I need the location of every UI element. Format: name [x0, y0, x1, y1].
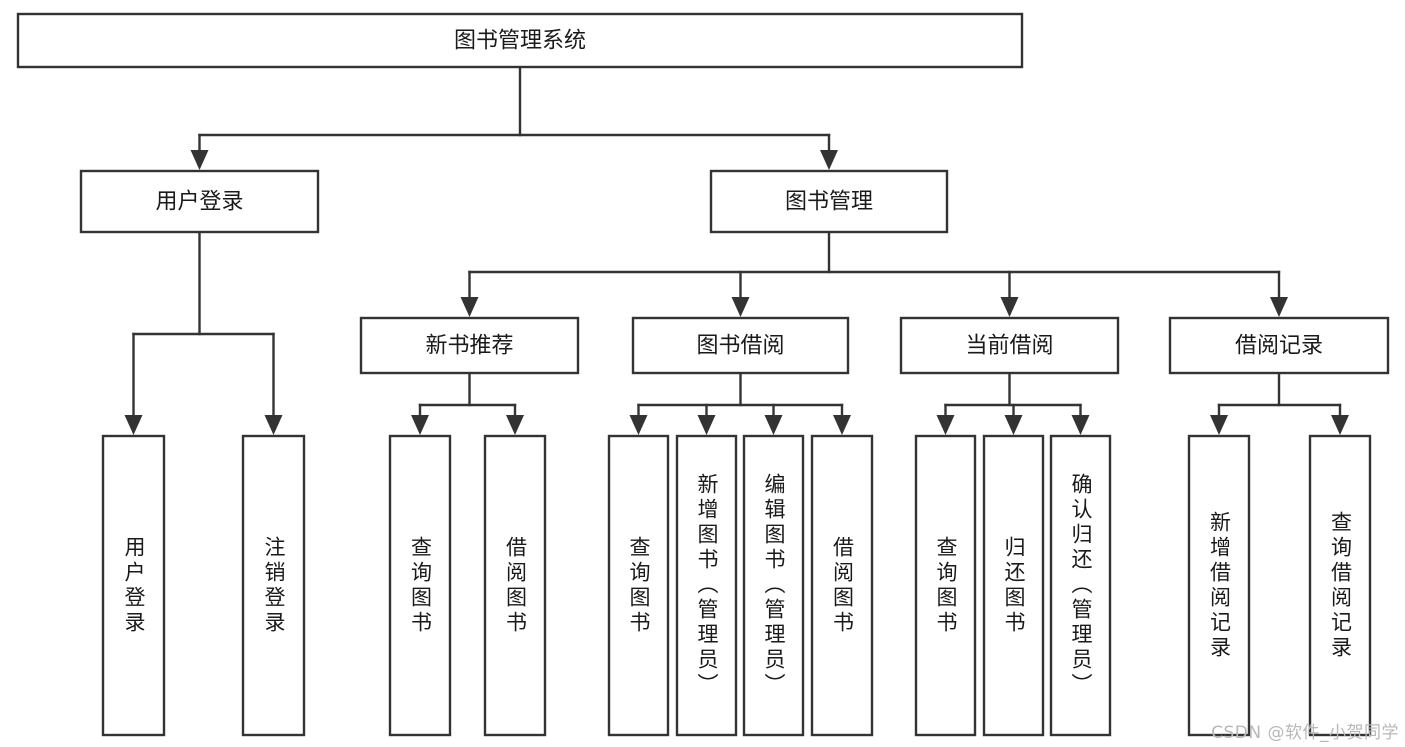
arrow-head	[1270, 297, 1288, 317]
node-root-图书管理系统[interactable]	[16, 12, 1024, 69]
node-label-l2-1: 图书管理	[785, 190, 873, 215]
node-label-l2-0: 用户登录	[155, 190, 243, 215]
arrow-head	[697, 415, 716, 435]
csdn-watermark: CSDN @软件_小贺同学	[1211, 723, 1399, 743]
node-label-l3-2: 当前借阅	[965, 334, 1053, 359]
arrow-head	[1004, 415, 1023, 435]
arrow-head	[124, 415, 143, 435]
arrow-head	[629, 415, 648, 435]
arrow-head	[506, 415, 524, 435]
node-label-l3-3: 借阅记录	[1235, 334, 1323, 359]
arrow-head	[936, 415, 955, 435]
arrow-head	[460, 297, 479, 317]
arrow-head	[820, 150, 838, 170]
node-l3-借阅记录[interactable]	[1168, 316, 1390, 375]
node-leaf-查询借阅记录[interactable]	[1308, 434, 1372, 737]
node-boxes-layer	[16, 12, 1390, 737]
arrow-head	[264, 415, 283, 435]
node-leaf-借阅图书[interactable]	[810, 434, 874, 737]
arrow-head	[1071, 415, 1090, 435]
node-leaf-注销登录[interactable]	[241, 434, 306, 737]
node-leaf-借阅图书[interactable]	[483, 434, 547, 737]
connectors-layer	[124, 65, 1349, 435]
node-leaf-编辑图书（管理员）[interactable]	[742, 434, 805, 737]
node-l2-图书管理[interactable]	[709, 169, 949, 234]
node-leaf-查询图书[interactable]	[914, 434, 977, 737]
node-l3-图书借阅[interactable]	[631, 316, 850, 375]
node-leaf-归还图书[interactable]	[982, 434, 1045, 737]
arrow-head	[1210, 415, 1228, 435]
arrow-head	[731, 297, 750, 317]
arrow-head	[764, 415, 783, 435]
arrow-head	[1331, 415, 1349, 435]
node-leaf-用户登录[interactable]	[101, 434, 166, 737]
node-leaf-查询图书[interactable]	[388, 434, 452, 737]
node-l2-用户登录[interactable]	[79, 169, 320, 234]
node-label-l3-0: 新书推荐	[425, 334, 513, 359]
node-leaf-新增图书（管理员）[interactable]	[675, 434, 738, 737]
node-label-l3-1: 图书借阅	[696, 334, 784, 359]
node-leaf-新增借阅记录[interactable]	[1187, 434, 1251, 737]
node-leaf-确认归还（管理员）[interactable]	[1049, 434, 1112, 737]
node-l3-当前借阅[interactable]	[899, 316, 1120, 375]
arrow-head	[833, 415, 851, 435]
arrow-head	[1000, 297, 1019, 317]
node-l3-新书推荐[interactable]	[359, 316, 580, 375]
arrow-head	[190, 150, 209, 170]
arrow-head	[411, 415, 429, 435]
node-leaf-查询图书[interactable]	[607, 434, 670, 737]
node-label-root: 图书管理系统	[454, 29, 586, 54]
